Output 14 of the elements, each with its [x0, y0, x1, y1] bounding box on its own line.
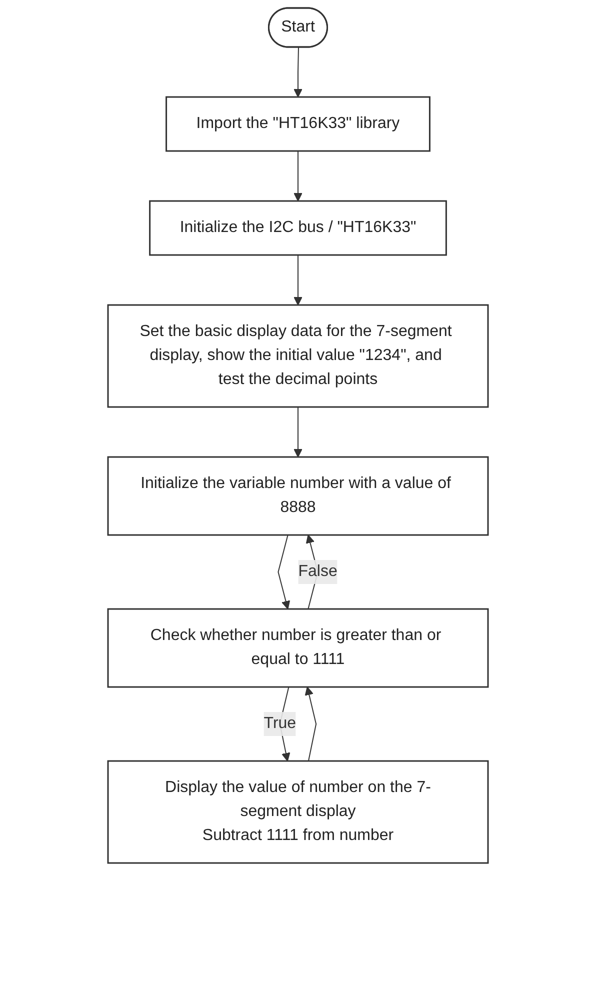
- node-box: Initialize the I2C bus / "HT16K33": [148, 200, 446, 256]
- node-box: Check whether number is greater than or equal to 1111: [106, 608, 488, 688]
- node-box: Display the value of number on the 7-segment display Subtract 1111 from number: [106, 760, 488, 864]
- arrow: [293, 150, 302, 202]
- arrow: [293, 47, 302, 98]
- arrow: [293, 406, 302, 458]
- edge-label: True: [263, 715, 296, 732]
- arrow: [293, 254, 302, 306]
- node-box: Set the basic display data for the 7-segment display, show the initial value "1234", and test the decimal points: [106, 304, 488, 408]
- arrow: [304, 686, 316, 762]
- edge-label: False: [298, 563, 337, 580]
- arrow: [277, 534, 290, 610]
- node-box: Initialize the variable number with a value of 8888: [106, 456, 488, 536]
- node-box: Import the "HT16K33" library: [165, 96, 430, 152]
